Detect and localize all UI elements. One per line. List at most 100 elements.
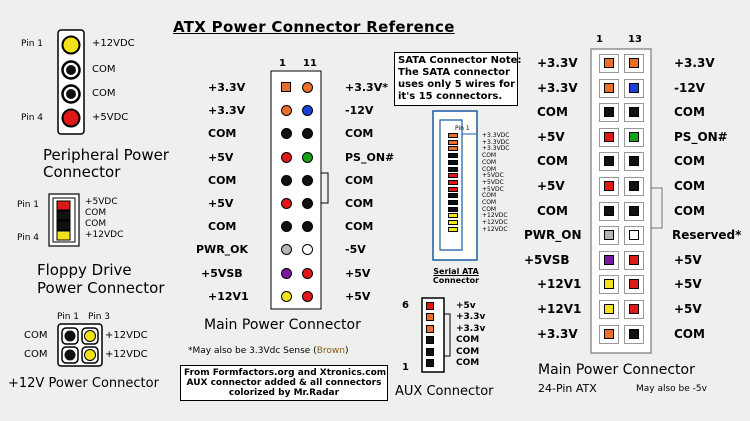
sata-pin [448,133,458,138]
main24-left-label: PWR_ON [524,228,582,242]
main24-pin [604,304,614,314]
aux-pin [426,336,434,344]
main20-pin [302,291,313,302]
main24-left-label: +3.3V [537,327,578,341]
main24-left-label: +12V1 [537,302,582,316]
main20-pin [302,175,313,186]
main20-connector-body [270,70,329,310]
main20-right-label: +5V [345,267,371,280]
sata-pin [448,207,458,212]
p12v-connector-body [57,323,103,367]
main24-pin [604,181,614,191]
main24-pin [629,304,639,314]
main24-col-label: 13 [628,34,642,45]
p12v-right-label: +12VDC [105,349,148,360]
main20-pin [302,198,313,209]
p12v-right-label: +12VDC [105,330,148,341]
peripheral-pin1-label: Pin 1 [21,39,44,49]
main24-pin [604,132,614,142]
sata-pin [448,146,458,151]
aux-label: +3.3v [456,324,486,334]
sata-pin [448,160,458,165]
sata-note-line: The SATA connector [398,67,510,78]
main24-pin [629,83,639,93]
peripheral-wire-label: COM [92,88,116,99]
credit-line: colorized by Mr.Radar [228,388,340,398]
main20-right-label: +3.3V* [345,81,388,94]
sata-pin [448,213,458,218]
main24-pin [629,181,639,191]
main24-pin [604,230,614,240]
main20-pin [302,105,313,116]
main20-footnote-end: ) [344,346,349,356]
main24-left-label: +3.3V [537,56,578,70]
credit-line: From Formfactors.org and Xtronics.com [184,368,387,378]
sata-pin-label: +12VDC [482,219,508,226]
main24-right-label: -12V [674,81,705,95]
main20-right-label: PS_ON# [345,151,395,164]
peripheral-pin4-label: Pin 4 [21,113,44,123]
main24-right-label: COM [674,105,705,119]
p12v-pin1-label: Pin 1 [57,312,80,322]
sata-pin1-label: Pin 1 [455,125,470,132]
main20-left-label: +3.3V [208,81,246,94]
floppy-pin1-label: Pin 1 [17,200,40,210]
sata-pin-label: COM [482,206,497,213]
sata-note: SATA Connector Note: The SATA connector … [394,52,522,106]
floppy-title: Power Connector [37,279,165,297]
sata-pin [448,187,458,192]
sata-pin-label: COM [482,199,497,206]
sata-pin-label: +5VDC [482,179,504,186]
sata-pin-label: +3.3VDC [482,132,510,139]
sata-title: Serial ATA Connector [428,267,484,285]
main20-col-label: 11 [303,58,317,69]
p12v-pin3-label: Pin 3 [88,312,111,322]
floppy-connector-body [48,193,80,247]
sata-note-line: SATA Connector Note: [398,55,522,66]
credit-line: AUX connector added & all connectors [186,378,382,388]
peripheral-title: Connector [43,163,121,181]
peripheral-wire-label: +12VDC [92,38,135,49]
main20-right-label: -12V [345,104,374,117]
main24-right-label: COM [674,179,705,193]
main20-pin [302,128,313,139]
main20-pin [302,268,313,279]
main24-pin [629,255,639,265]
sata-pin-label: +12VDC [482,212,508,219]
main20-left-label: COM [208,220,237,233]
main24-pin [629,206,639,216]
main24-pin [604,83,614,93]
main24-pin [604,107,614,117]
main20-pin [281,198,292,209]
sata-pin [448,173,458,178]
main24-right-label: +5V [674,277,702,291]
peripheral-wire-label: +5VDC [92,112,129,123]
aux-pin [426,348,434,356]
main20-left-label: COM [208,127,237,140]
main24-pin [604,58,614,68]
sata-title-line: Serial ATA [433,267,479,276]
main20-left-label: +3.3V [208,104,246,117]
aux-pin [426,359,434,367]
main24-left-label: +3.3V [537,81,578,95]
aux-label: COM [456,347,480,357]
main20-left-label: +5V [208,197,234,210]
main24-left-label: COM [537,105,568,119]
aux-pin-number: 6 [402,300,409,311]
peripheral-connector-body [57,29,85,135]
main24-pin [604,279,614,289]
peripheral-wire-label: COM [92,64,116,75]
main20-right-label: -5V [345,243,366,256]
sata-pin [448,193,458,198]
sata-note-line: uses only 5 wires for [398,79,516,90]
aux-pin [426,313,434,321]
main24-pin [629,156,639,166]
main20-pin [281,105,292,116]
main20-title: Main Power Connector [204,317,361,333]
sata-note-line: it's 15 connectors. [398,91,503,102]
main24-pin [629,107,639,117]
main20-left-label: COM [208,174,237,187]
main20-right-label: COM [345,197,374,210]
main24-pin [629,58,639,68]
